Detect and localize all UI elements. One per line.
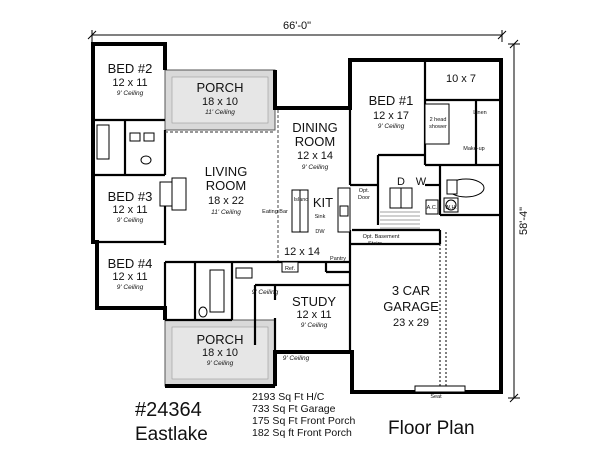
bed1-dim: 12 x 17 <box>373 110 409 122</box>
sink-label: Sink <box>315 214 326 220</box>
room-porch-top: PORCH 18 x 10 11' Ceiling <box>197 80 244 116</box>
overall-depth-dimension: 58'-4" <box>508 39 530 403</box>
room-bed4: BED #4 12 x 11 9' Ceiling <box>108 256 153 291</box>
porch-top-ceiling: 11' Ceiling <box>205 109 235 116</box>
plan-name: Eastlake <box>135 424 208 445</box>
bed1-name: BED #1 <box>369 93 414 108</box>
study-name: STUDY <box>292 294 336 309</box>
study-ceiling: 9' Ceiling <box>301 322 328 329</box>
room-living: LIVING ROOM 18 x 22 11' Ceiling <box>205 164 248 216</box>
dining-ceiling: 9' Ceiling <box>302 164 329 171</box>
kit-name: KIT <box>313 195 333 210</box>
study-dim: 12 x 11 <box>296 309 331 321</box>
kit-dim: 12 x 14 <box>284 246 320 258</box>
porch-top-name: PORCH <box>197 80 244 95</box>
pantry-label: Pantry <box>330 256 346 262</box>
bathtub-hall <box>209 269 225 313</box>
garage-dim: 23 x 29 <box>393 317 429 329</box>
garage-seat <box>414 385 466 393</box>
shower-label-1: 2 head <box>430 117 447 123</box>
washer-label: W <box>416 176 427 188</box>
overall-depth-text: 58'-4" <box>518 207 530 235</box>
living-name-1: LIVING <box>205 164 248 179</box>
room-bed2: BED #2 12 x 11 9' Ceiling <box>108 61 153 97</box>
living-dim: 18 x 22 <box>208 195 244 207</box>
exterior-wall-north <box>273 58 503 394</box>
bed1-ceiling: 9' Ceiling <box>378 123 405 130</box>
stat-heated: 2193 Sq Ft H/C <box>252 391 325 403</box>
island-label: Island <box>294 197 309 203</box>
entry-ceiling-label: 9' Ceiling <box>283 355 310 362</box>
porch-top-dim: 18 x 10 <box>202 96 238 108</box>
makeup-label: Make-up <box>463 146 484 152</box>
eating-bar-label: Eating Bar <box>262 209 288 215</box>
bed2-dim: 12 x 11 <box>112 77 147 89</box>
bed4-ceiling: 9' Ceiling <box>117 284 144 291</box>
porch-bottom-ceiling: 9' Ceiling <box>207 360 234 367</box>
living-ceiling: 11' Ceiling <box>211 209 241 216</box>
shower-label-2: shower <box>429 124 447 130</box>
seat-label: Seat <box>430 394 442 400</box>
stat-garage: 733 Sq Ft Garage <box>252 403 336 415</box>
bed3-ceiling: 9' Ceiling <box>117 217 144 224</box>
overall-width-dimension: 66'-0" <box>87 20 507 42</box>
fireplace <box>171 177 187 211</box>
room-kitchen: KIT 12 x 14 Eating Bar Island Sink DW Pa… <box>262 195 346 272</box>
opt-basement-label-1: Opt. Basement <box>363 234 400 240</box>
dining-name-2: ROOM <box>295 134 335 149</box>
bed3-name: BED #3 <box>108 189 153 204</box>
opt-basement-label-2: Stairs <box>368 241 382 247</box>
bed4-name: BED #4 <box>108 256 153 271</box>
closet-dim: 10 x 7 <box>446 73 476 85</box>
dryer-label: D <box>397 176 405 188</box>
bed3-dim: 12 x 11 <box>112 204 147 216</box>
room-bed3: BED #3 12 x 11 9' Ceiling <box>108 189 153 224</box>
shower <box>424 103 450 145</box>
room-closet: 10 x 7 <box>446 73 476 85</box>
master-bath-labels: 2 head shower Linen Make-up D W A.C. W.H… <box>358 110 487 247</box>
hall-ceiling-label: 9' Ceiling <box>252 289 279 296</box>
room-garage: 3 CAR GARAGE 23 x 29 Seat <box>383 283 442 400</box>
opt-door-label-1: Opt. <box>359 188 370 194</box>
wh-label: W.H. <box>445 205 457 211</box>
room-porch-bottom: PORCH 18 x 10 9' Ceiling <box>197 332 244 367</box>
bathtub-bed2 <box>96 124 110 160</box>
stat-front-porch: 175 Sq Ft Front Porch <box>252 415 355 427</box>
garage-name-2: GARAGE <box>383 299 439 314</box>
room-study: STUDY 12 x 11 9' Ceiling <box>292 294 336 329</box>
bed2-ceiling: 9' Ceiling <box>117 90 144 97</box>
hall-bath-walls <box>165 260 275 345</box>
dining-name-1: DINING <box>292 120 338 135</box>
basement-stairs <box>380 211 420 229</box>
dining-dim: 12 x 14 <box>297 150 333 162</box>
west-wing-walls <box>93 118 167 308</box>
exterior-wall-west <box>91 42 167 320</box>
garage-name-1: 3 CAR <box>392 283 430 298</box>
bed2-name: BED #2 <box>108 61 153 76</box>
overall-width-text: 66'-0" <box>283 20 311 32</box>
study-walls <box>273 272 352 352</box>
stat-front-porch-2: 182 Sq ft Front Porch <box>252 427 352 439</box>
plan-number: #24364 <box>135 399 202 421</box>
linen-label: Linen <box>473 110 486 116</box>
refrigerator <box>281 261 299 273</box>
bed4-dim: 12 x 11 <box>112 271 147 283</box>
dw-label: DW <box>315 229 325 235</box>
opt-door-label-2: Door <box>358 195 370 201</box>
porch-bottom-name: PORCH <box>197 332 244 347</box>
living-name-2: ROOM <box>206 178 246 193</box>
room-dining: DINING ROOM 12 x 14 9' Ceiling <box>292 120 338 171</box>
porch-bottom-dim: 18 x 10 <box>202 347 238 359</box>
ac-label: A.C. <box>427 205 438 211</box>
floor-plan-title: Floor Plan <box>388 418 475 439</box>
ref-label: Ref. <box>285 266 296 272</box>
room-bed1: BED #1 12 x 17 9' Ceiling <box>369 93 414 130</box>
